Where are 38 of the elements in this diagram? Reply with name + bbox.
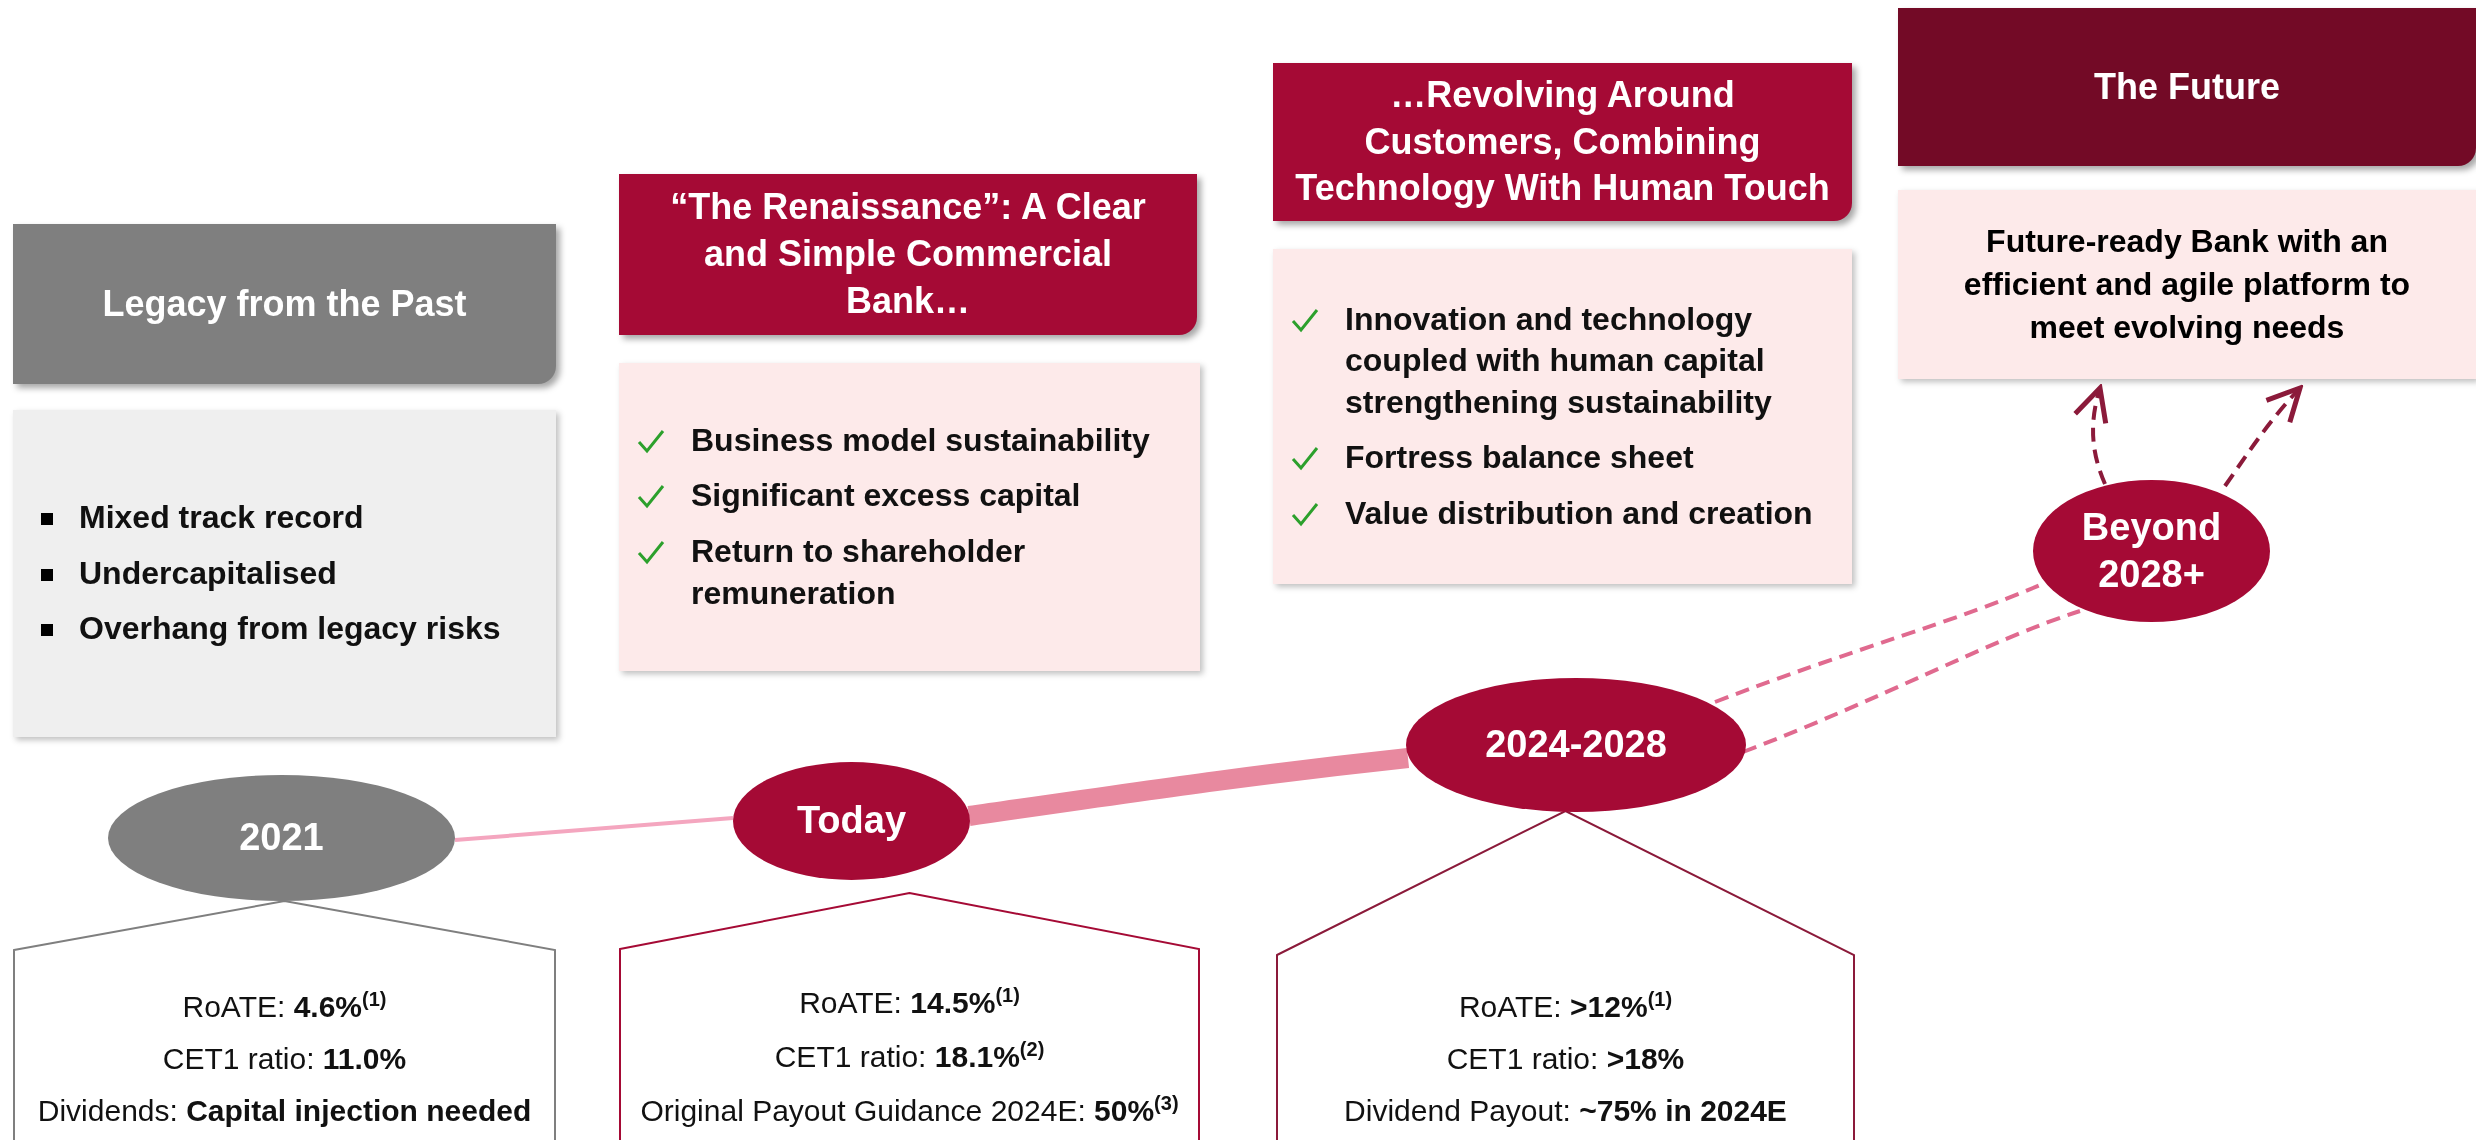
section-header: The Future: [1898, 8, 2476, 166]
bullet-text: Mixed track record: [79, 498, 364, 538]
section-header: …Revolving Around Customers, Combining Technology With Human Touch: [1273, 63, 1852, 221]
metric-text: CET1 ratio: 18.1%$^{(2)}$: [774, 1038, 1045, 1074]
period-ellipse: 2024-2028: [1406, 678, 1746, 812]
metrics-callout: [619, 892, 1200, 1140]
bullet-panel: [619, 363, 1200, 671]
metric-text: Dividends: Capital injection needed: [37, 1094, 532, 1128]
metric-text: Original Payout Guidance 2024E: 50%$^{(3)}$: [640, 1092, 1179, 1128]
timeline-line: [967, 748, 1410, 826]
bullet-text: Business model sustainability: [691, 420, 1150, 460]
year-ellipse: 2021: [108, 775, 455, 901]
dashed-arrow: [2073, 385, 2110, 485]
bullet-text: Fortress balance sheet: [1345, 438, 1694, 478]
bullet-text: Innovation and technology coupled with human capital strengthening sustainability: [1345, 299, 1773, 422]
dashed-arrow: [2223, 385, 2303, 488]
bullet-text: Undercapitalised: [79, 553, 337, 593]
bullet-text: Value distribution and creation: [1345, 493, 1813, 533]
metrics-callout: [13, 900, 556, 1140]
dashed-connector: [1714, 583, 2041, 704]
bullet-text: Overhang from legacy risks: [79, 609, 501, 649]
metric-text: CET1 ratio: 11.0%: [162, 1042, 407, 1076]
bullet-panel: [1273, 249, 1852, 584]
metric-text: RoATE: 4.6%$^{(1)}$: [182, 988, 387, 1024]
metric-text: RoATE: 14.5%$^{(1)}$: [799, 984, 1020, 1020]
bullet-panel: [13, 410, 556, 737]
period-ellipse: Today: [733, 762, 970, 880]
vision-panel: Future-ready Bank with an efficient and agile platform to meet evolving needs: [1898, 190, 2476, 379]
bullet-text: Return to shareholder remuneration: [691, 532, 1027, 613]
metric-text: CET1 ratio: >18%: [1446, 1042, 1685, 1076]
section-header: “The Renaissance”: A Clear and Simple Commercial Bank…: [619, 174, 1197, 335]
period-ellipse: Beyond 2028+: [2033, 480, 2270, 622]
bullet-text: Significant excess capital: [691, 476, 1081, 516]
metrics-callout: [1276, 810, 1855, 1140]
metric-text: RoATE: >12%$^{(1)}$: [1458, 988, 1673, 1024]
section-header: Legacy from the Past: [13, 224, 556, 384]
timeline-line: [454, 816, 734, 842]
metric-text: Dividend Payout: ~75% in 2024E: [1344, 1094, 1787, 1128]
